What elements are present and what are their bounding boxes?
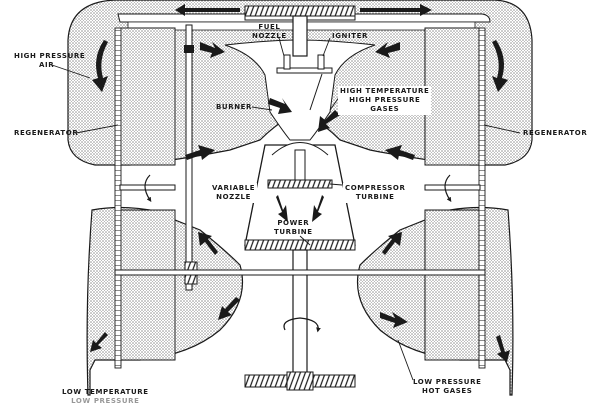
arrow-burner-left-icon — [268, 98, 292, 114]
compressor-turbine-rotor — [267, 179, 333, 189]
arrow-exit-left-mid-icon — [218, 297, 240, 320]
power-turbine-rotor — [244, 239, 356, 251]
label-low-pressure-hot-gases: LOW PRESSURE HOT GASES — [413, 378, 482, 395]
top-gear — [244, 5, 356, 57]
arrow-left-mid-icon — [185, 145, 215, 160]
regenerator-right — [424, 27, 486, 369]
arrow-right-lower-icon — [382, 232, 402, 255]
label-igniter: IGNITER — [332, 32, 368, 40]
arrow-hp-air-left-icon — [92, 40, 108, 92]
label-burner: BURNER — [216, 103, 253, 111]
flow-arrows — [90, 4, 510, 362]
spark-line — [309, 73, 323, 111]
regenerator-left — [114, 27, 176, 369]
rotation-left-icon — [144, 174, 152, 202]
arrow-top-right-icon — [360, 4, 432, 16]
arrow-turbine-left-icon — [276, 195, 288, 222]
arrow-exit-right-mid-icon — [380, 312, 408, 328]
arrow-exit-right-bottom-icon — [496, 335, 510, 362]
igniter — [317, 54, 325, 70]
arrow-left-lower-icon — [198, 232, 218, 255]
arrow-turbine-right-icon — [312, 195, 324, 222]
label-high-pressure-air: HIGH PRESSURE AIR — [14, 52, 86, 69]
cross-shaft-lower — [114, 269, 486, 276]
label-regenerator-right: REGENERATOR — [523, 129, 588, 137]
arrow-burner-right-icon — [318, 110, 340, 132]
arrow-right-mid-icon — [385, 145, 415, 160]
label-compressor-turbine: COMPRESSOR TURBINE — [343, 183, 408, 203]
label-power-turbine: POWER TURBINE — [274, 219, 313, 236]
arrow-exit-left-bottom-icon — [90, 332, 108, 352]
fuel-nozzle-bar — [276, 67, 333, 74]
arrow-hp-air-right-icon — [492, 40, 508, 92]
arrow-right-upper-icon — [375, 42, 400, 58]
label-variable-nozzle: VARIABLE NOZZLE — [210, 183, 258, 203]
label-high-temp-gases: HIGH TEMPERATURE HIGH PRESSURE GASES — [338, 86, 432, 115]
output-shaft — [292, 249, 308, 376]
label-regenerator-left: REGENERATOR — [14, 129, 79, 137]
cross-shaft-upper-left — [119, 184, 176, 191]
rotation-right-icon — [444, 174, 452, 202]
shaft-rotation-icon — [283, 317, 321, 333]
label-low-temperature: LOW TEMPERATURE LOW PRESSURE — [62, 388, 149, 405]
left-shaft-block — [184, 45, 194, 53]
leader-lines — [51, 37, 521, 381]
arrow-top-left-icon — [175, 4, 240, 16]
label-fuel-nozzle: FUEL NOZZLE — [252, 23, 287, 40]
cross-shaft-upper-right — [424, 184, 481, 191]
fuel-nozzle — [283, 54, 291, 70]
arrow-left-upper-icon — [200, 42, 225, 58]
